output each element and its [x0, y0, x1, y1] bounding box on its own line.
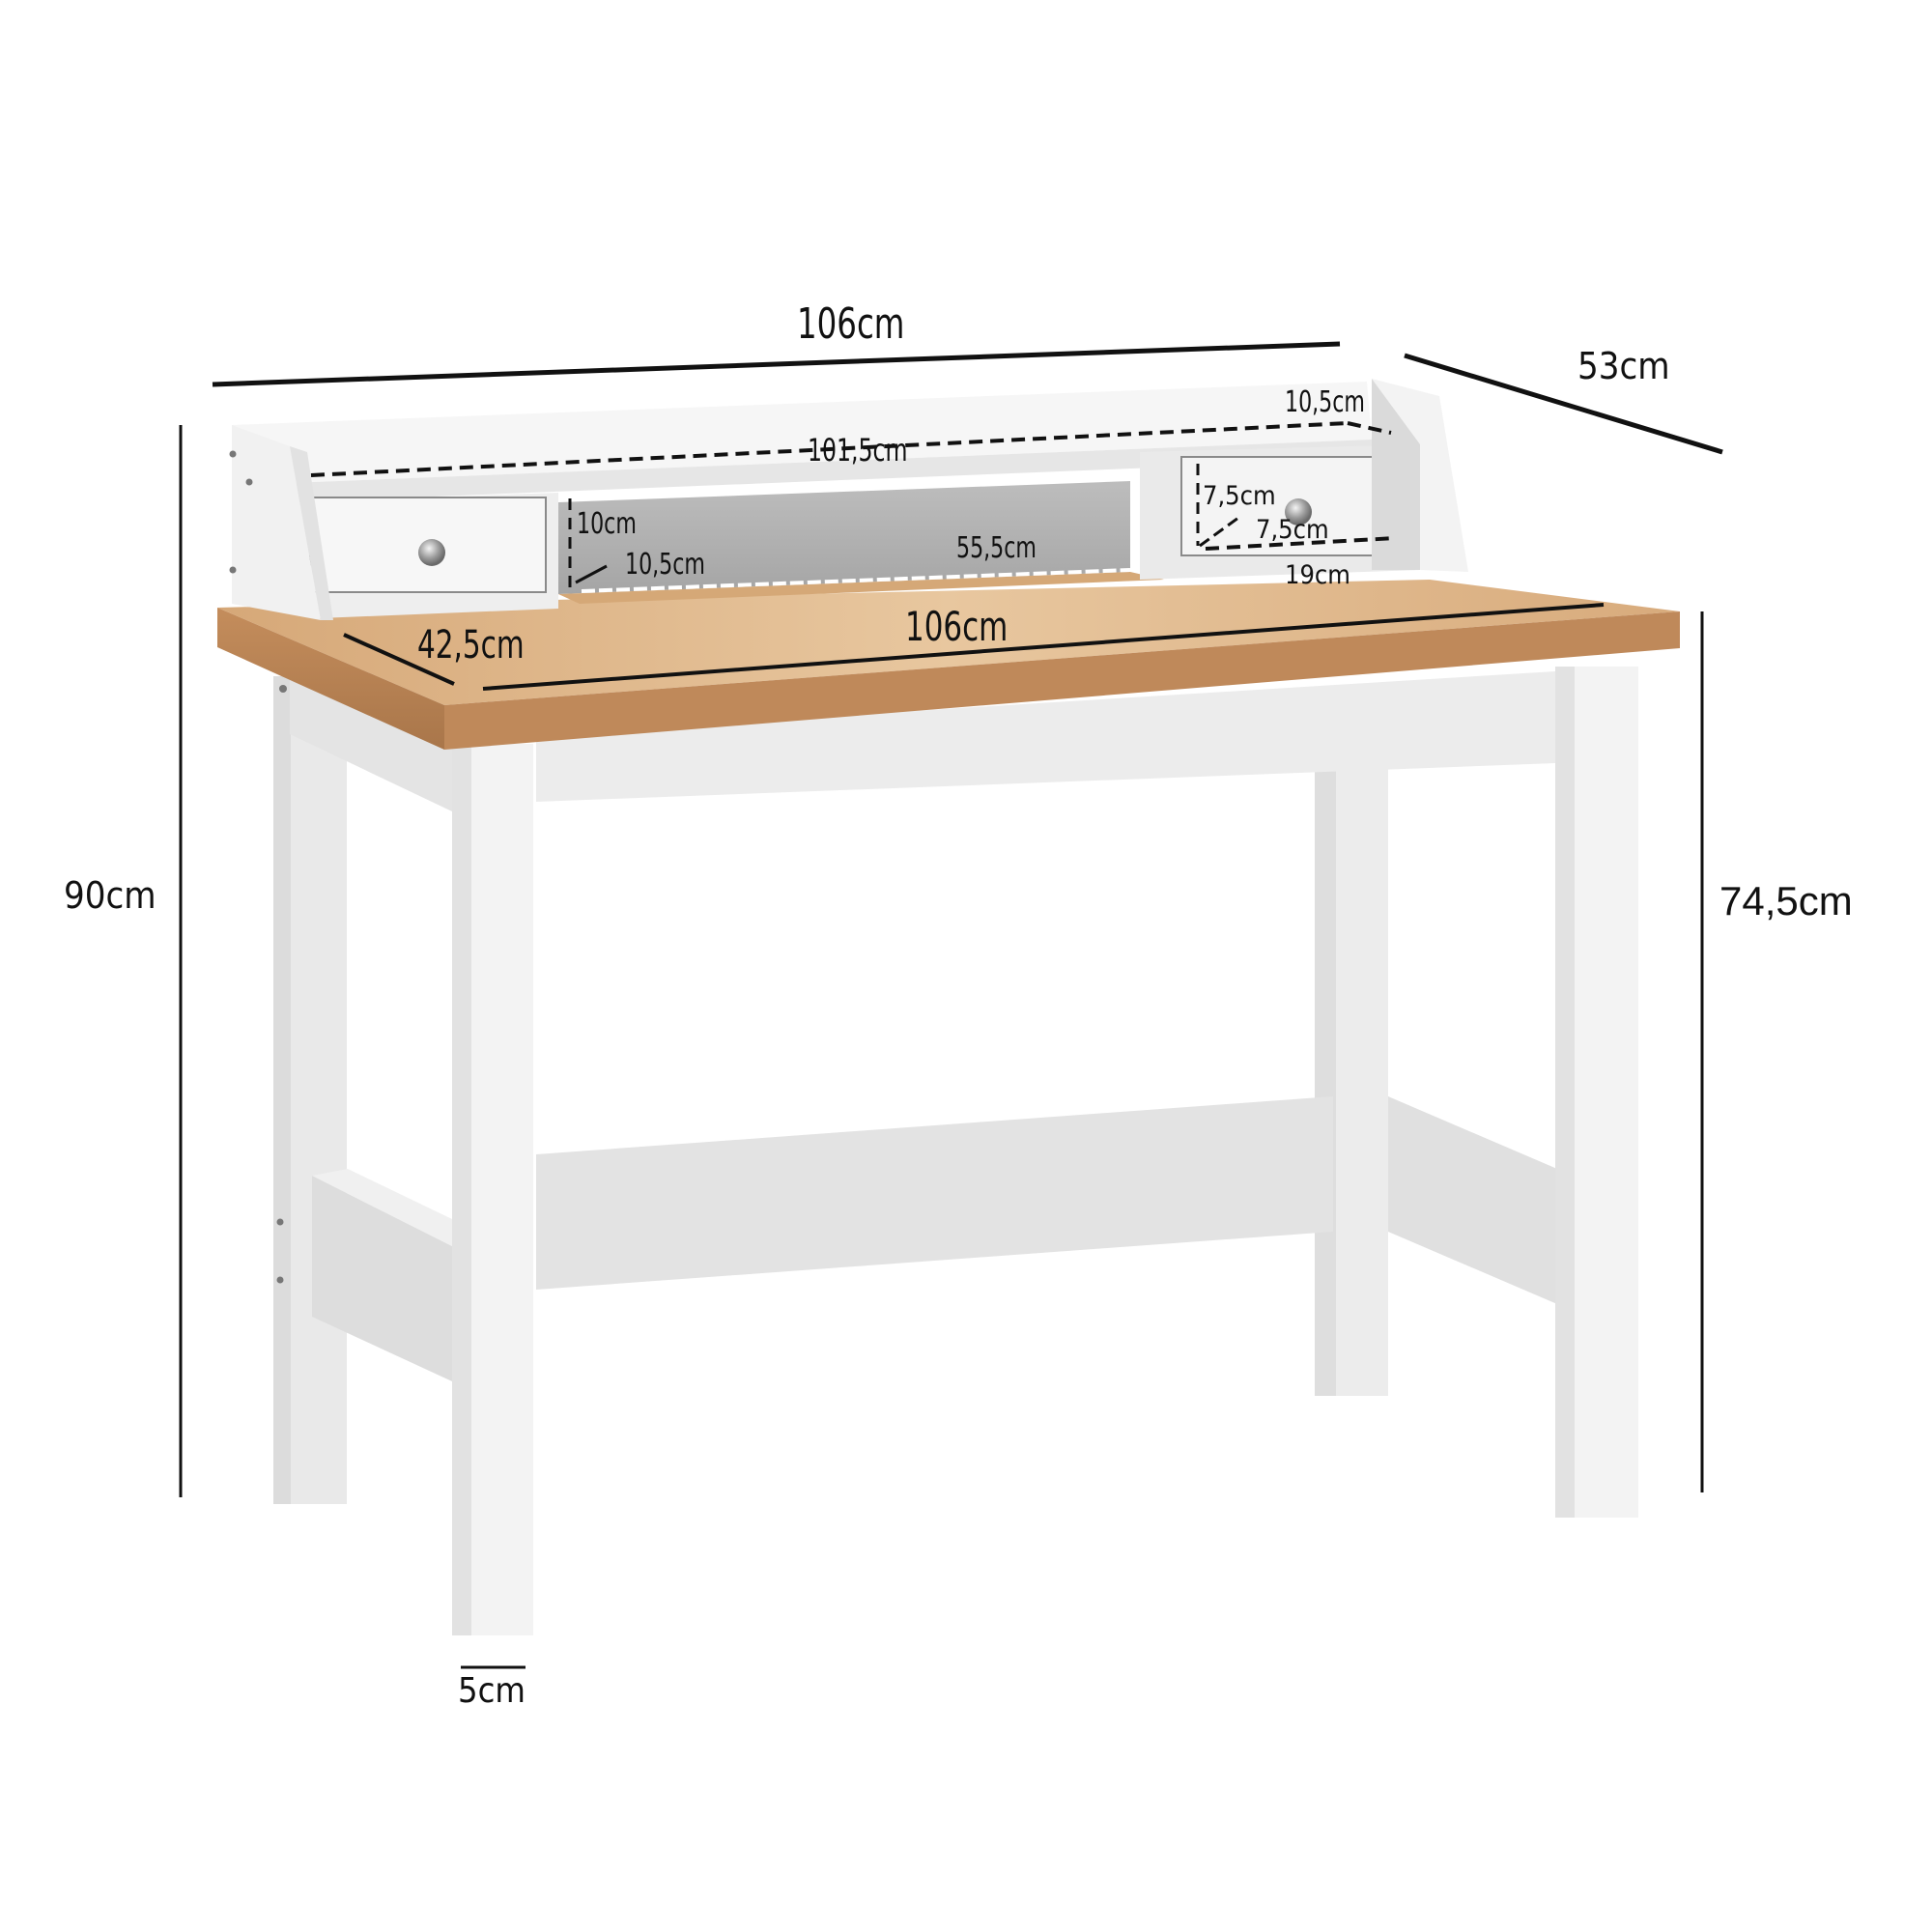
label-drawer-width: 19cm: [1285, 560, 1350, 590]
screw-icon: [276, 1218, 284, 1226]
left-side-stretcher: [312, 1176, 452, 1381]
desktop-depth-line: [343, 633, 455, 686]
hutch-left-panel: [232, 425, 321, 620]
left-drawer-knob-icon: [418, 539, 445, 566]
back-right-leg: [1315, 700, 1388, 1396]
label-drawer-height: 7,5cm: [1203, 481, 1276, 511]
label-total-depth: 53cm: [1577, 345, 1670, 387]
label-table-height: 74,5cm: [1719, 878, 1853, 923]
left-side-stretcher-top: [312, 1169, 452, 1246]
label-hutch-width: 101,5cm: [808, 432, 908, 469]
label-opening-height: 10cm: [577, 507, 637, 541]
desktop-left-edge: [217, 608, 444, 750]
right-drawer-knob-icon: [1285, 498, 1312, 526]
desktop-front-edge: [444, 611, 1680, 750]
screw-icon: [229, 450, 237, 458]
desktop-width-line: [482, 603, 1605, 691]
label-hutch-depth: 10,5cm: [1285, 385, 1365, 419]
label-opening-width: 55,5cm: [956, 531, 1037, 565]
opening-width-dashed: [581, 568, 1131, 593]
desktop: [217, 580, 1680, 750]
label-drawer-depth: 7,5cm: [1256, 515, 1329, 545]
screw-icon: [245, 478, 253, 486]
label-desktop-width: 106cm: [905, 603, 1009, 650]
screw-icon: [276, 1276, 284, 1284]
hutch-width-dashed: [310, 421, 1349, 477]
total-width-line: [212, 341, 1341, 387]
opening-depth-line: [575, 564, 608, 584]
screw-icon: [279, 685, 287, 693]
drawer-depth-dashed: [1199, 516, 1239, 548]
hutch-back-wall: [558, 481, 1130, 594]
total-depth-line: [1404, 353, 1723, 455]
drawer-width-dashed: [1205, 536, 1397, 551]
desktop-surface: [217, 580, 1680, 705]
front-right-leg: [1555, 667, 1638, 1518]
front-apron: [536, 671, 1555, 802]
label-desktop-depth: 42,5cm: [417, 623, 525, 668]
right-side-stretcher: [1388, 1096, 1557, 1304]
hutch: [229, 379, 1468, 620]
back-stretcher: [536, 1096, 1333, 1290]
label-total-height: 90cm: [64, 874, 156, 917]
left-side-apron: [290, 676, 452, 811]
hutch-depth-dashed: [1347, 421, 1392, 435]
label-total-width: 106cm: [797, 299, 905, 349]
front-left-leg: [452, 744, 533, 1635]
dimension-lines: [179, 341, 1723, 1669]
screw-icon: [229, 566, 237, 574]
label-leg-width: 5cm: [458, 1671, 526, 1711]
label-opening-depth: 10,5cm: [625, 548, 705, 582]
back-left-leg: [273, 676, 347, 1504]
